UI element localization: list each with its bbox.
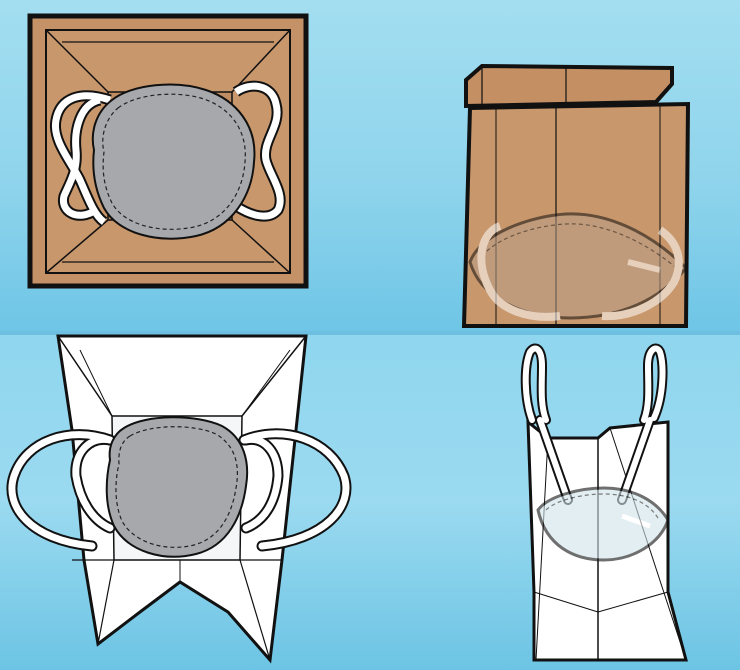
mask-storage-illustration	[0, 0, 740, 670]
white-bag-side-view	[0, 0, 740, 670]
